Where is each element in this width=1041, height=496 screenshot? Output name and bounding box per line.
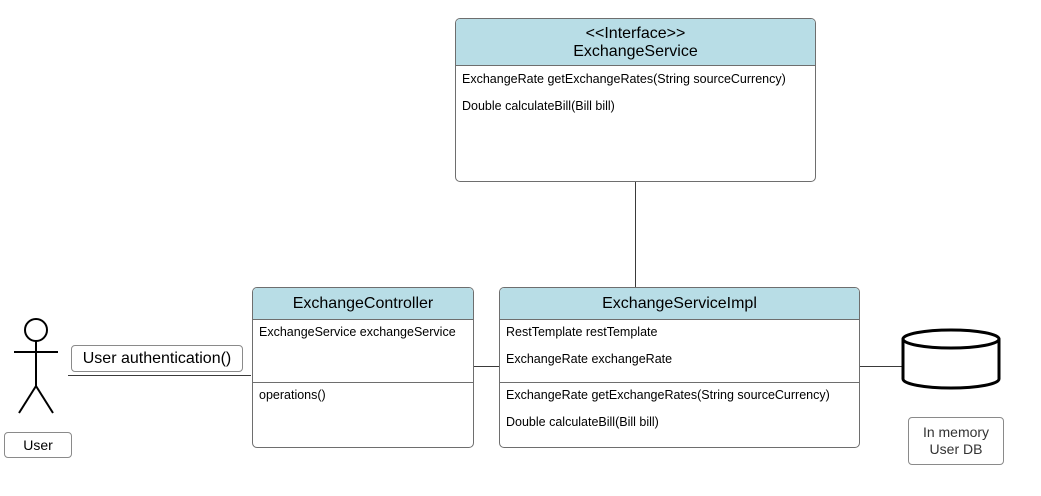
controller-impl-connector: [473, 366, 500, 367]
controller-attribute: ExchangeService exchangeService: [259, 325, 456, 339]
impl-db-connector: [860, 366, 902, 367]
user-label-text: User: [23, 437, 53, 453]
auth-message-label: User authentication(): [71, 345, 243, 372]
user-actor-label: User: [4, 432, 72, 458]
impl-divider: [500, 382, 859, 383]
interface-exchange-service-box[interactable]: <<Interface>> ExchangeService ExchangeRa…: [455, 18, 816, 182]
exchange-controller-box[interactable]: ExchangeController ExchangeService excha…: [252, 287, 474, 448]
impl-attribute: RestTemplate restTemplate: [506, 325, 658, 339]
controller-divider: [253, 382, 473, 383]
interface-method: ExchangeRate getExchangeRates(String sou…: [462, 72, 786, 86]
interface-impl-connector: [635, 182, 636, 288]
database-icon[interactable]: [900, 326, 1004, 390]
interface-header: <<Interface>> ExchangeService: [456, 19, 815, 66]
interface-stereotype: <<Interface>>: [585, 25, 686, 42]
database-label-line: In memory: [922, 424, 990, 440]
exchange-service-impl-box[interactable]: ExchangeServiceImpl RestTemplate restTem…: [499, 287, 860, 448]
database-label-line: User DB: [929, 441, 983, 457]
interface-name: ExchangeService: [573, 43, 698, 60]
controller-method: operations(): [259, 388, 326, 402]
impl-method: ExchangeRate getExchangeRates(String sou…: [506, 388, 830, 402]
user-actor-icon[interactable]: [10, 316, 60, 416]
database-label: In memory User DB: [908, 417, 1004, 465]
impl-method: Double calculateBill(Bill bill): [506, 415, 659, 429]
impl-attribute: ExchangeRate exchangeRate: [506, 352, 673, 366]
impl-header: ExchangeServiceImpl: [500, 288, 859, 320]
auth-message-text: User authentication(): [82, 350, 232, 367]
controller-header: ExchangeController: [253, 288, 473, 320]
interface-method: Double calculateBill(Bill bill): [462, 99, 615, 113]
user-controller-connector: [68, 375, 251, 376]
